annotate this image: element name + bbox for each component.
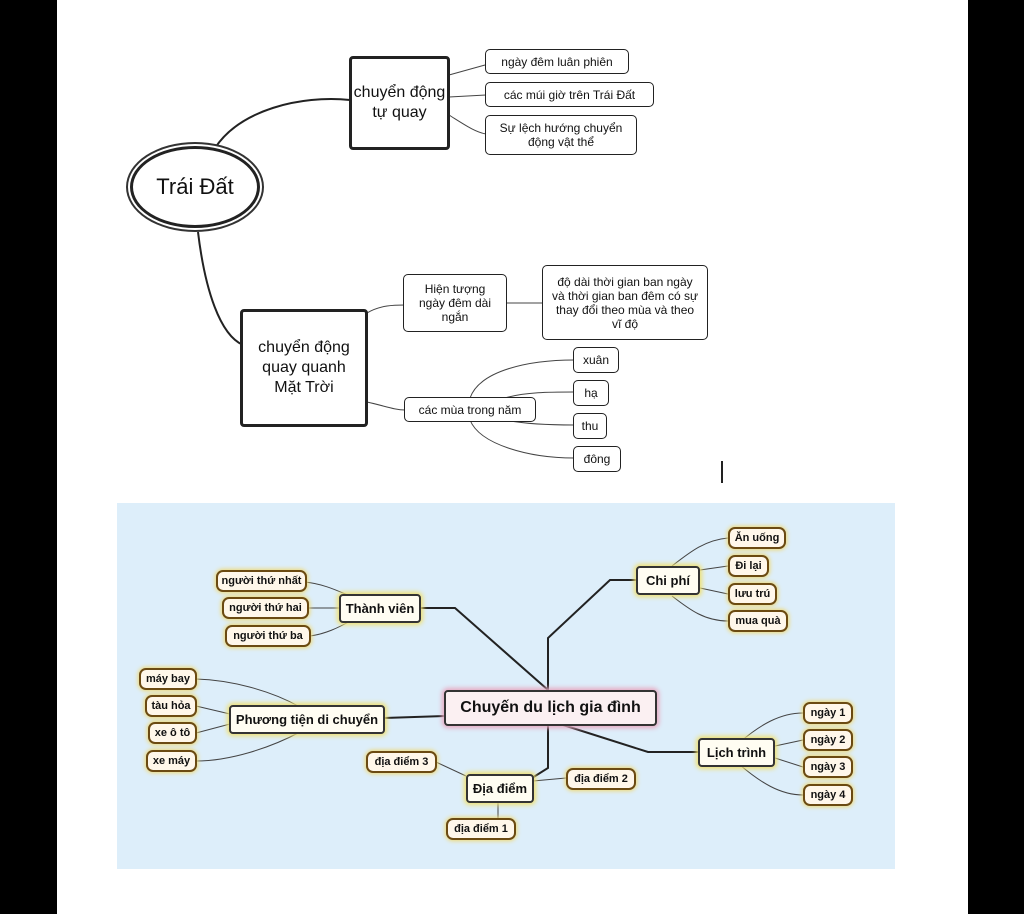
place-3: địa điểm 3 — [366, 751, 437, 773]
seasons-label: các mùa trong năm — [418, 402, 522, 417]
mindmap-center-trip: Chuyến du lịch gia đình — [444, 690, 657, 726]
phenomenon-label: Hiện tượng ngày đêm dài ngắn — [418, 282, 492, 324]
member-3: người thứ ba — [225, 625, 311, 647]
branch-orbit: chuyển động quay quanh Mặt Trời — [240, 309, 368, 427]
branch-costs: Chi phí — [636, 566, 700, 595]
place-2: địa điểm 2 — [566, 768, 636, 790]
schedule-day-2-label: ngày 2 — [810, 734, 846, 746]
branch-members: Thành viên — [339, 594, 421, 623]
season-autumn: thu — [573, 413, 607, 439]
transport-3: xe ô tô — [148, 722, 197, 744]
cost-4-label: mua quà — [735, 615, 781, 627]
member-2-label: người thứ hai — [229, 602, 302, 614]
member-2: người thứ hai — [222, 597, 309, 619]
phenomenon-detail-label: độ dài thời gian ban ngày và thời gian b… — [552, 274, 698, 331]
place-2-label: địa điểm 2 — [574, 773, 628, 785]
phenomenon-detail-node: độ dài thời gian ban ngày và thời gian b… — [542, 265, 708, 340]
cost-3-label: lưu trú — [734, 588, 771, 600]
member-3-label: người thứ ba — [233, 630, 303, 642]
season-spring: xuân — [573, 347, 619, 373]
cost-2: Đi lại — [728, 555, 769, 577]
schedule-day-2: ngày 2 — [803, 729, 853, 751]
trip-center-label: Chuyến du lịch gia đình — [460, 699, 641, 716]
branch-rotation-label: chuyển động tự quay — [353, 84, 446, 121]
season-winter-label: đông — [583, 452, 611, 466]
transport-4: xe máy — [146, 750, 197, 772]
cost-4: mua quà — [728, 610, 788, 632]
transport-3-label: xe ô tô — [154, 727, 191, 739]
mindmap-center-earth: Trái Đất — [130, 146, 260, 228]
place-1: địa điểm 1 — [446, 818, 516, 840]
schedule-day-1: ngày 1 — [803, 702, 853, 724]
branch-places: Địa điểm — [466, 774, 534, 803]
rotation-item-3: Sự lệch hướng chuyển động vật thể — [485, 115, 637, 155]
rotation-item-2: các múi giờ trên Trái Đất — [485, 82, 654, 107]
phenomenon-node: Hiện tượng ngày đêm dài ngắn — [403, 274, 507, 332]
rotation-item-1: ngày đêm luân phiên — [485, 49, 629, 74]
rotation-item-3-label: Sự lệch hướng chuyển động vật thể — [499, 121, 623, 149]
season-spring-label: xuân — [582, 353, 610, 367]
rotation-item-1-label: ngày đêm luân phiên — [501, 54, 613, 69]
members-label: Thành viên — [345, 601, 415, 616]
cost-3: lưu trú — [728, 583, 777, 605]
season-winter: đông — [573, 446, 621, 472]
schedule-day-3-label: ngày 3 — [810, 761, 846, 773]
rotation-item-2-label: các múi giờ trên Trái Đất — [503, 87, 636, 102]
text-cursor — [721, 461, 723, 483]
places-label: Địa điểm — [472, 781, 528, 796]
place-3-label: địa điểm 3 — [374, 756, 429, 768]
transport-label: Phương tiện di chuyển — [235, 712, 379, 727]
season-autumn-label: thu — [581, 419, 599, 433]
schedule-day-3: ngày 3 — [803, 756, 853, 778]
center-label: Trái Đất — [156, 174, 234, 199]
transport-2-label: tàu hỏa — [151, 700, 191, 712]
cost-1-label: Ăn uống — [734, 532, 780, 544]
season-summer-label: hạ — [584, 386, 598, 400]
transport-2: tàu hỏa — [145, 695, 197, 717]
member-1: người thứ nhất — [216, 570, 307, 592]
branch-rotation: chuyển động tự quay — [349, 56, 450, 150]
transport-4-label: xe máy — [152, 755, 191, 767]
branch-transport: Phương tiện di chuyển — [229, 705, 385, 734]
seasons-node: các mùa trong năm — [404, 397, 536, 422]
link-center-rotation — [214, 98, 351, 149]
cost-1: Ăn uống — [728, 527, 786, 549]
schedule-label: Lịch trình — [706, 745, 767, 760]
transport-1-label: máy bay — [145, 673, 191, 685]
link-center-orbit — [197, 231, 244, 346]
schedule-day-4: ngày 4 — [803, 784, 853, 806]
season-summer: hạ — [573, 380, 609, 406]
costs-label: Chi phí — [645, 573, 691, 588]
place-1-label: địa điểm 1 — [454, 823, 508, 835]
branch-schedule: Lịch trình — [698, 738, 775, 767]
schedule-day-4-label: ngày 4 — [810, 789, 846, 801]
branch-orbit-label: chuyển động quay quanh Mặt Trời — [258, 339, 350, 396]
schedule-day-1-label: ngày 1 — [810, 707, 846, 719]
member-1-label: người thứ nhất — [221, 575, 302, 587]
transport-1: máy bay — [139, 668, 197, 690]
cost-2-label: Đi lại — [735, 560, 762, 572]
